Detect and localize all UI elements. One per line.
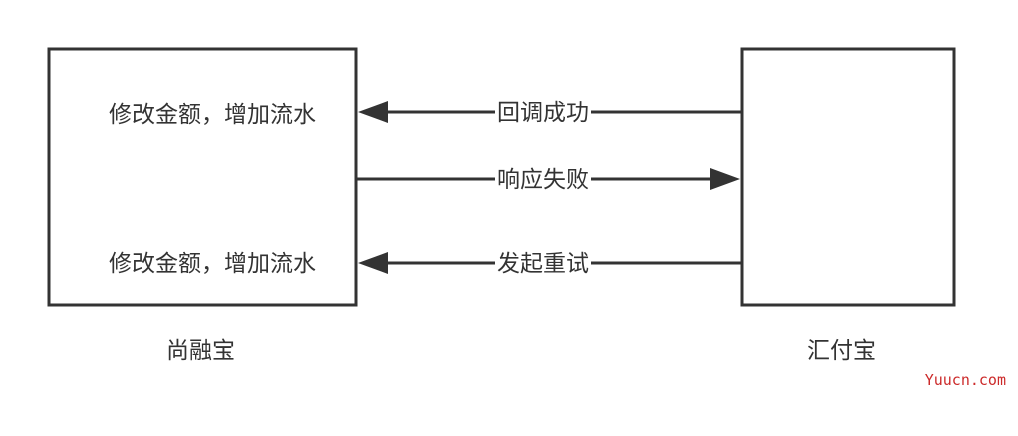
edge-label-callback: 回调成功 bbox=[495, 99, 591, 127]
left-box-text-top: 修改金额，增加流水 bbox=[109, 102, 316, 128]
right-box bbox=[740, 47, 956, 307]
right-box-caption: 汇付宝 bbox=[807, 338, 876, 364]
edge-response-arrowhead bbox=[710, 168, 740, 190]
left-box-caption: 尚融宝 bbox=[166, 338, 235, 364]
edge-retry-arrowhead bbox=[358, 252, 388, 274]
edge-label-response: 响应失败 bbox=[495, 166, 591, 194]
edge-label-retry: 发起重试 bbox=[495, 250, 591, 278]
left-box-text-bottom: 修改金额，增加流水 bbox=[109, 251, 316, 277]
left-box bbox=[47, 47, 358, 307]
watermark-text: Yuucn.com bbox=[924, 371, 1006, 389]
edge-callback-arrowhead bbox=[358, 101, 388, 123]
